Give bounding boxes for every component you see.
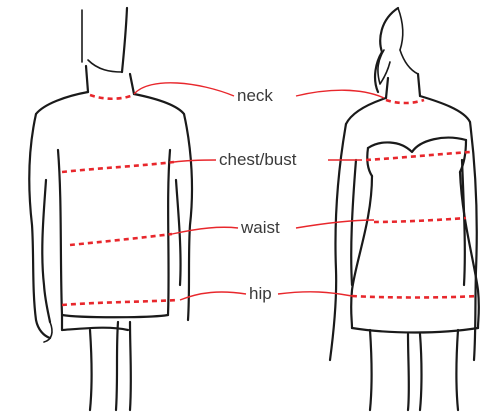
leader-lines — [134, 83, 384, 300]
female-waist-measure — [374, 218, 466, 222]
hip-leader-right — [278, 292, 352, 296]
neck-leader-right — [296, 90, 384, 98]
male-neck-measure — [90, 95, 134, 99]
male-waist-measure — [70, 234, 172, 245]
male-chest-measure — [62, 162, 174, 172]
neck-leader-left — [134, 83, 234, 96]
male-figure — [29, 8, 192, 410]
waist-leader-left — [172, 227, 238, 234]
chest-bust-label: chest/bust — [218, 150, 298, 170]
waist-label: waist — [240, 218, 281, 238]
female-bust-measure — [366, 152, 470, 160]
male-hip-measure — [62, 300, 178, 305]
measurement-lines — [62, 95, 478, 305]
neck-label: neck — [236, 86, 274, 106]
female-figure — [330, 8, 479, 410]
female-hip-measure — [352, 296, 478, 298]
chest-leader-left — [174, 160, 216, 162]
hip-label: hip — [248, 284, 273, 304]
female-neck-measure — [386, 100, 424, 103]
